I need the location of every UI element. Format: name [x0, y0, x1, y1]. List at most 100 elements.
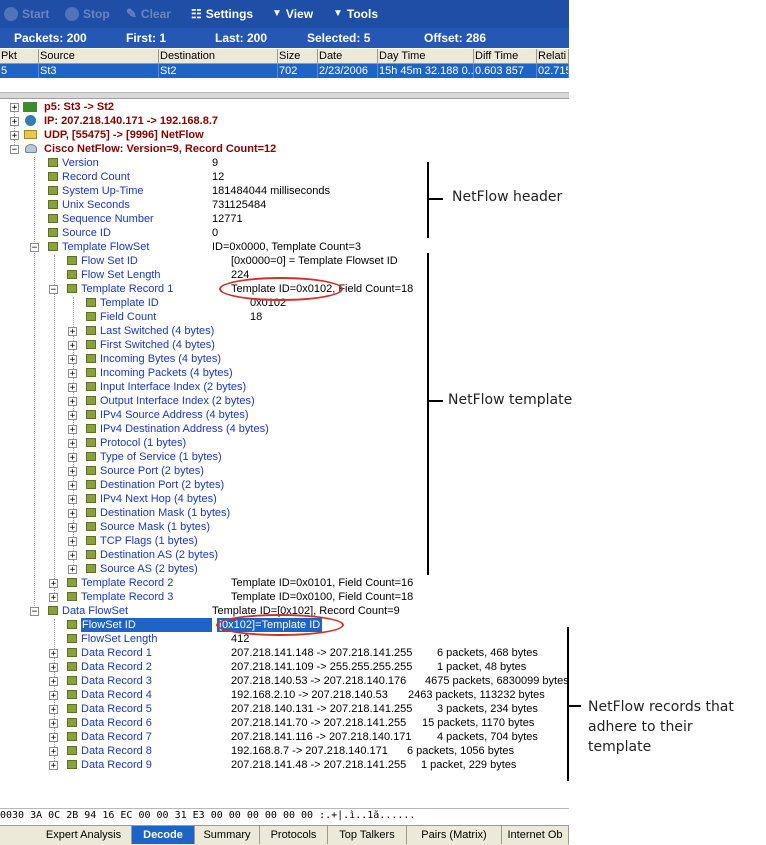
tree-node-template-field[interactable]: +Incoming Bytes (4 bytes)	[68, 353, 222, 365]
expand-toggle[interactable]: +	[10, 131, 19, 141]
tree-node-template-field[interactable]: +TCP Flags (1 bytes)	[68, 535, 198, 547]
collapse-toggle[interactable]: −	[10, 145, 19, 155]
tree-node-template-field[interactable]: +IPv4 Destination Address (4 bytes)	[68, 423, 269, 435]
expand-toggle[interactable]: +	[68, 355, 77, 365]
expand-toggle[interactable]: +	[68, 425, 77, 435]
view-menu[interactable]: ▼ View	[272, 7, 314, 21]
tree-node-template-field[interactable]: +Input Interface Index (2 bytes)	[68, 381, 247, 393]
tools-menu[interactable]: ▼ Tools	[333, 7, 379, 21]
tree-node-template-flowset[interactable]: − Template FlowSet ID=0x0000, Template C…	[30, 241, 362, 253]
column-header[interactable]: Pkt	[0, 49, 39, 63]
expand-toggle[interactable]: +	[49, 761, 58, 771]
tree-field-flow-set-id[interactable]: Flow Set ID [0x0000=0] = Template Flowse…	[0, 254, 569, 268]
expand-toggle[interactable]: +	[68, 369, 77, 379]
expand-toggle[interactable]: +	[68, 453, 77, 463]
tree-field-flow-set-length[interactable]: Flow Set Length 224	[0, 268, 569, 282]
collapse-toggle[interactable]: −	[49, 285, 58, 295]
expand-toggle[interactable]: +	[68, 383, 77, 393]
tree-node-udp[interactable]: + UDP, [55475] -> [9996] NetFlow	[10, 129, 204, 141]
tab-internet-observer[interactable]: Internet Ob	[502, 826, 569, 844]
expand-toggle[interactable]: +	[68, 481, 77, 491]
expand-toggle[interactable]: +	[68, 341, 77, 351]
tree-field-record-count[interactable]: Record Count 12	[0, 170, 569, 184]
tree-node-cisco-netflow[interactable]: − Cisco NetFlow: Version=9, Record Count…	[10, 143, 277, 155]
tree-node-template-field[interactable]: +Source AS (2 bytes)	[68, 563, 198, 575]
clear-button[interactable]: ✎ Clear	[126, 6, 171, 21]
tab-top-talkers[interactable]: Top Talkers	[328, 826, 407, 844]
expand-toggle[interactable]: +	[68, 509, 77, 519]
tree-node-template-field[interactable]: +Protocol (1 bytes)	[68, 437, 187, 449]
stop-button[interactable]: Stop	[65, 5, 110, 23]
expand-toggle[interactable]: +	[49, 677, 58, 687]
tree-node-template-field[interactable]: +Destination AS (2 bytes)	[68, 549, 219, 561]
tree-node-template-field[interactable]: +First Switched (4 bytes)	[68, 339, 215, 351]
expand-toggle[interactable]: +	[49, 747, 58, 757]
expand-toggle[interactable]: +	[68, 523, 77, 533]
column-header[interactable]: Relati	[537, 49, 569, 63]
expand-toggle[interactable]: +	[10, 117, 19, 127]
column-header[interactable]: Day Time	[378, 49, 474, 63]
column-header[interactable]: Source	[39, 49, 159, 63]
tree-node-template-field[interactable]: +Destination Mask (1 bytes)	[68, 507, 231, 519]
expand-toggle[interactable]: +	[10, 103, 19, 113]
tree-node-template-field[interactable]: +Source Mask (1 bytes)	[68, 521, 211, 533]
expand-toggle[interactable]: +	[49, 705, 58, 715]
expand-toggle[interactable]: +	[68, 327, 77, 337]
tree-node-ip[interactable]: + IP: 207.218.140.171 -> 192.168.8.7	[10, 115, 219, 127]
expand-toggle[interactable]: +	[49, 691, 58, 701]
column-header[interactable]: Destination	[159, 49, 278, 63]
tree-node-template-field[interactable]: +Destination Port (2 bytes)	[68, 479, 225, 491]
tree-node-template-field[interactable]: +Type of Service (1 bytes)	[68, 451, 222, 463]
tree-field-unix-seconds[interactable]: Unix Seconds 731125484	[0, 198, 569, 212]
expand-toggle[interactable]: +	[49, 719, 58, 729]
expand-toggle[interactable]: +	[68, 565, 77, 575]
collapse-toggle[interactable]: −	[30, 607, 39, 617]
tab-protocols[interactable]: Protocols	[260, 826, 328, 844]
tree-field-uptime[interactable]: System Up-Time 181484044 milliseconds	[0, 184, 569, 198]
tree-node-frame[interactable]: + p5: St3 -> St2	[10, 101, 114, 113]
column-header[interactable]: Diff Time	[474, 49, 537, 63]
settings-menu[interactable]: ☷ Settings	[191, 7, 254, 21]
tree-node-template-field[interactable]: +Output Interface Index (2 bytes)	[68, 395, 255, 407]
tab-summary[interactable]: Summary	[195, 826, 260, 844]
tree-node-template-field[interactable]: +Last Switched (4 bytes)	[68, 325, 215, 337]
tab-pairs-matrix[interactable]: Pairs (Matrix)	[407, 826, 502, 844]
expand-toggle[interactable]: +	[68, 537, 77, 547]
tree-node-template-field[interactable]: +Incoming Packets (4 bytes)	[68, 367, 233, 379]
start-button[interactable]: Start	[4, 5, 49, 23]
expand-toggle[interactable]: +	[68, 397, 77, 407]
tree-node-template-record-2[interactable]: + Template Record 2 Template ID=0x0101, …	[49, 577, 414, 589]
tab-expert-analysis[interactable]: Expert Analysis	[36, 826, 132, 844]
expand-toggle[interactable]: +	[68, 439, 77, 449]
tree-node-template-field[interactable]: +Source Port (2 bytes)	[68, 465, 204, 477]
tree-field-version[interactable]: Version 9	[0, 156, 569, 170]
expand-toggle[interactable]: +	[49, 579, 58, 589]
column-header[interactable]: Date	[318, 49, 378, 63]
packet-row-selected[interactable]: 5 St3 St2 702 2/23/2006 15h 45m 32.188 0…	[0, 64, 569, 78]
expand-toggle[interactable]: +	[68, 467, 77, 477]
pane-splitter[interactable]	[0, 93, 569, 99]
tree-field-field-count[interactable]: Field Count 18	[0, 310, 569, 324]
column-header[interactable]: Size	[278, 49, 318, 63]
expand-toggle[interactable]: +	[68, 551, 77, 561]
expand-toggle[interactable]: +	[49, 593, 58, 603]
tree-field-flowset-length[interactable]: FlowSet Length 412	[0, 632, 569, 646]
expand-toggle[interactable]: +	[49, 649, 58, 659]
tree-field-source-id[interactable]: Source ID 0	[0, 226, 569, 240]
tree-field-sequence[interactable]: Sequence Number 12771	[0, 212, 569, 226]
tree-node-template-record-3[interactable]: + Template Record 3 Template ID=0x0100, …	[49, 591, 414, 603]
expand-toggle[interactable]: +	[49, 663, 58, 673]
expand-toggle[interactable]: +	[68, 495, 77, 505]
tree-node-template-field[interactable]: +IPv4 Source Address (4 bytes)	[68, 409, 249, 421]
expand-toggle[interactable]: +	[49, 733, 58, 743]
collapse-toggle[interactable]: −	[30, 243, 39, 253]
